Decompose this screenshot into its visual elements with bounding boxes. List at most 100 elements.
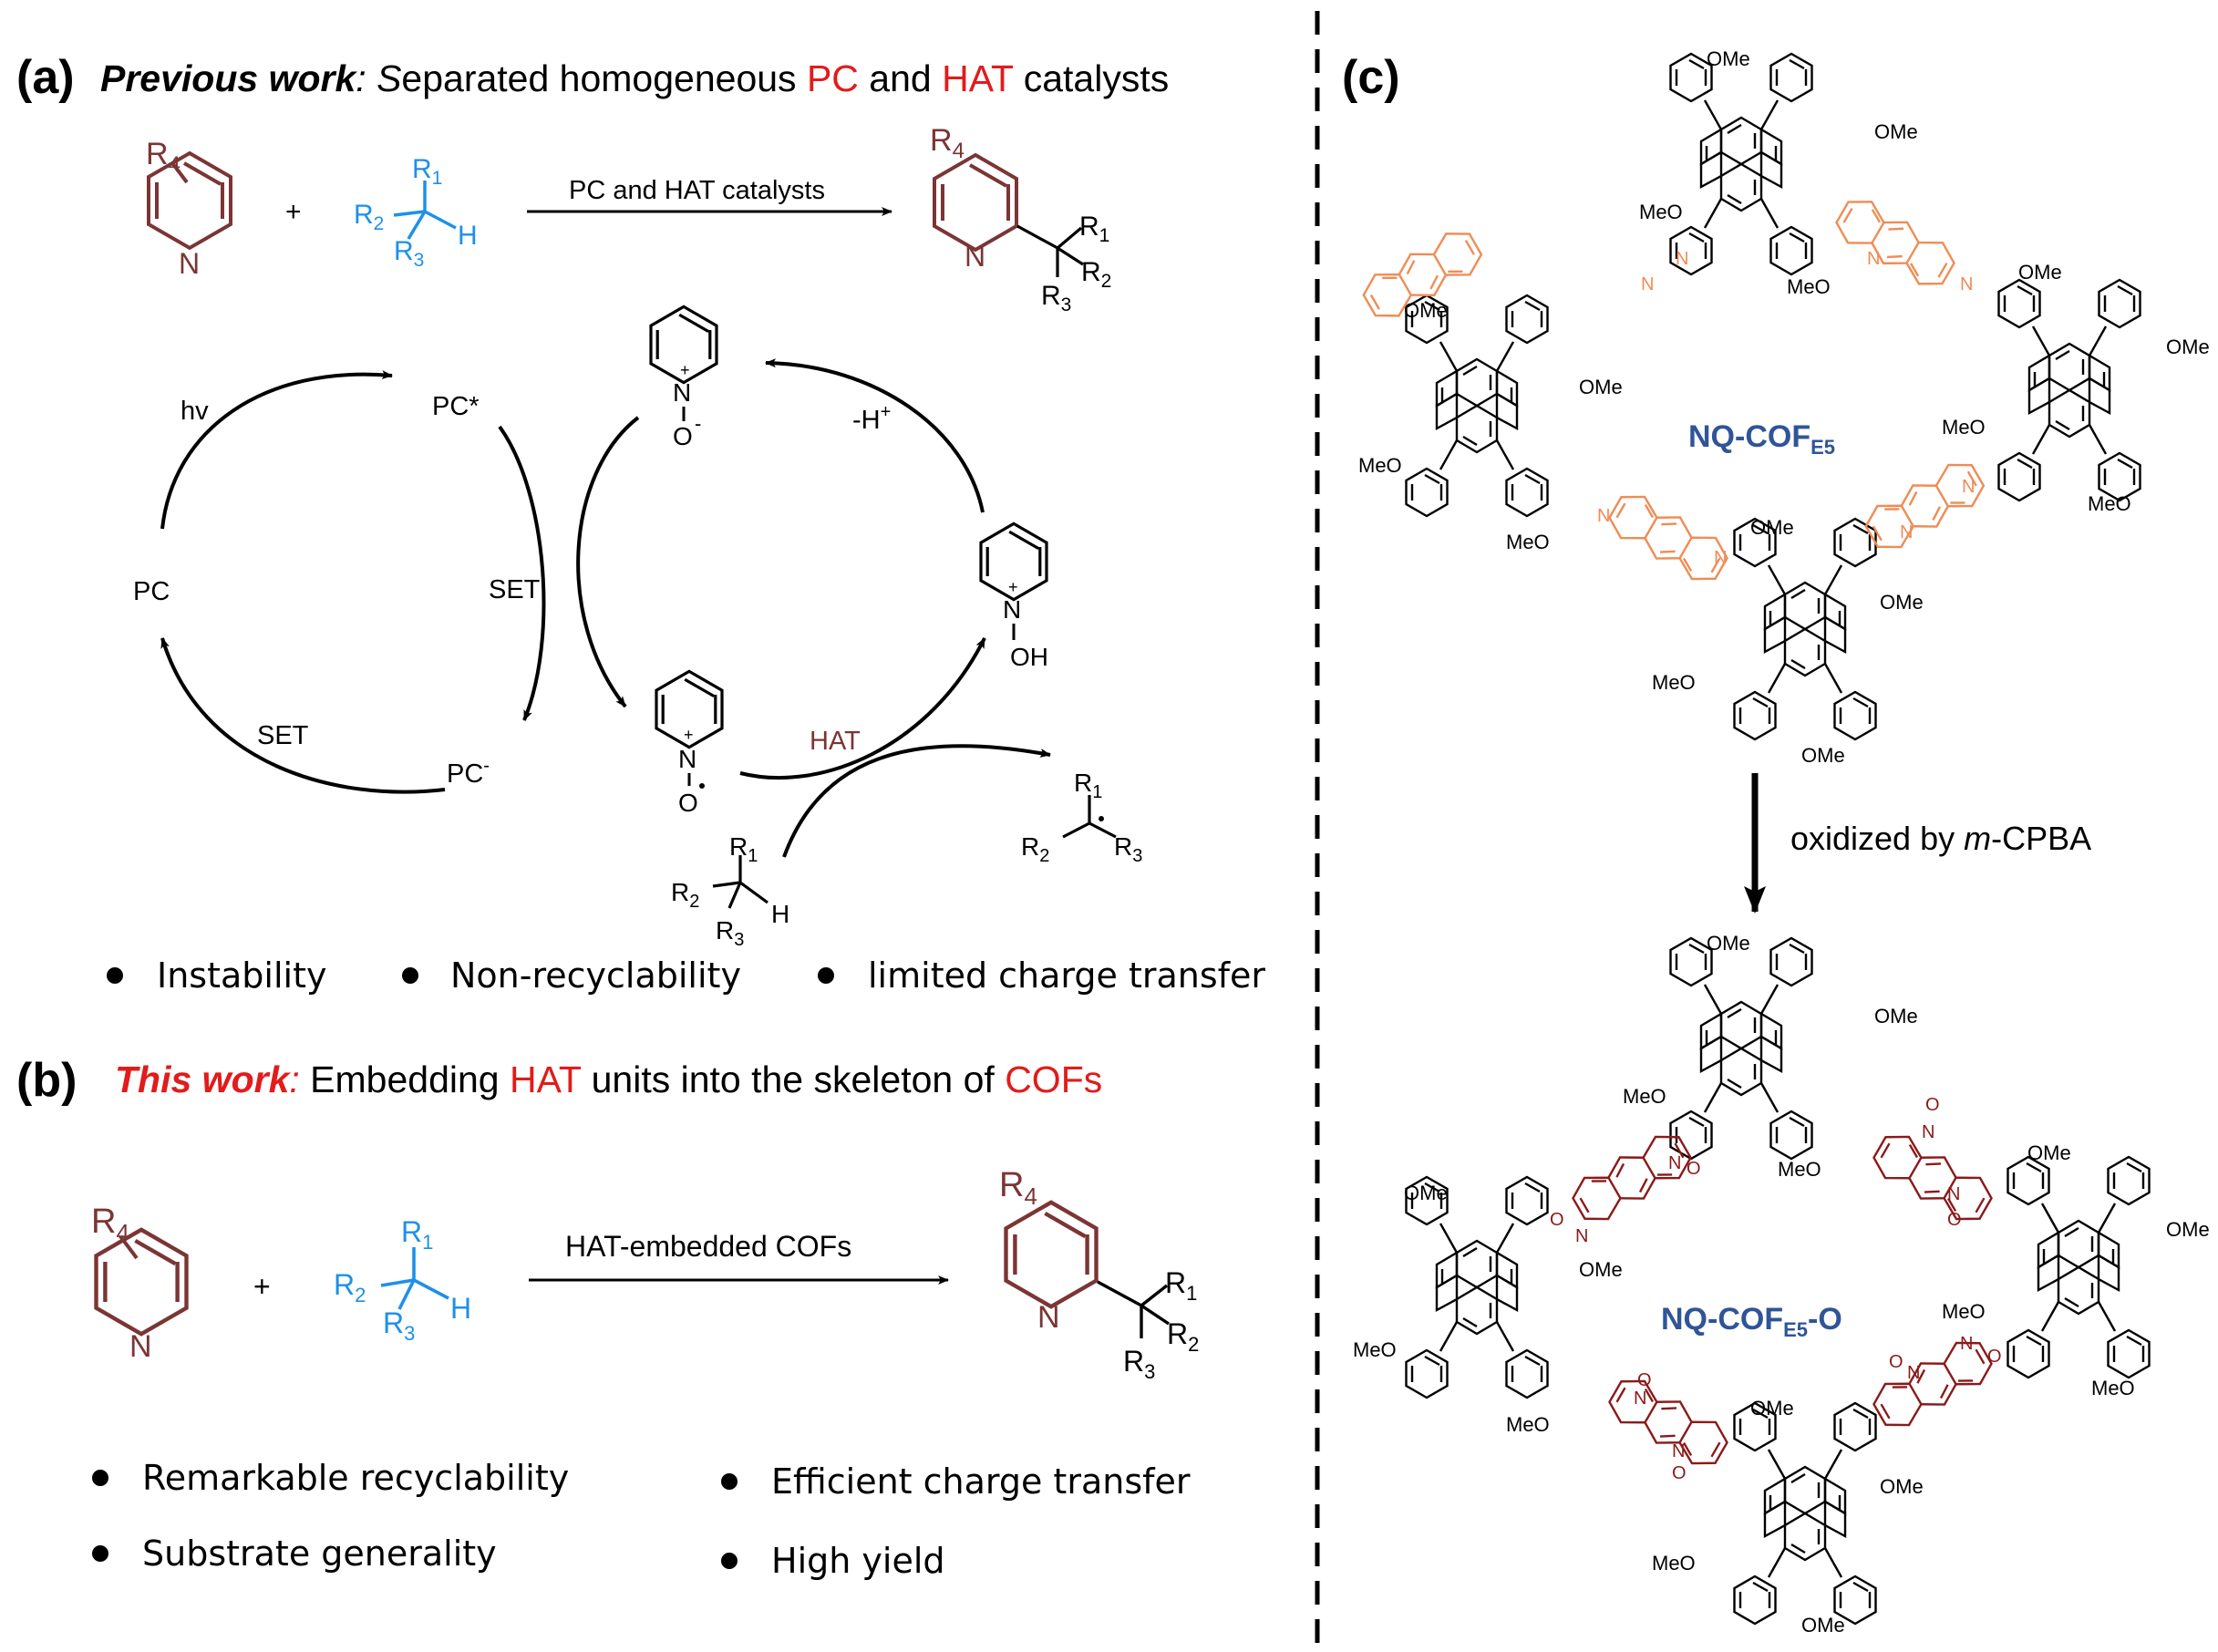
r4-product-sub-a: 4 — [953, 139, 965, 163]
plus-sign-a: + — [285, 197, 302, 227]
pc-cycle-arrows — [160, 370, 546, 794]
r3-a-main: R — [394, 236, 414, 266]
cof1-name-main: NQ-COF — [1688, 419, 1811, 454]
n-oxyl-radical: N + O — [655, 669, 724, 817]
pc-minus-main: PC — [447, 759, 483, 789]
hv-label: hv — [181, 397, 209, 426]
o-b1: O — [1550, 1210, 1564, 1230]
meo-b12: MeO — [1506, 1413, 1550, 1436]
n-b6: N — [1672, 1441, 1685, 1461]
r4-b-sub: 4 — [116, 1219, 129, 1246]
ox-text-1: oxidized by — [1790, 820, 1964, 857]
r2-product-b: R2 — [1167, 1317, 1199, 1356]
r4-sub-a: 4 — [169, 152, 181, 177]
r3-b-main: R — [383, 1306, 404, 1339]
h-plus-sup: + — [881, 402, 892, 422]
n-oxide-top-plus: + — [680, 361, 690, 379]
rad-r1-main: R — [1074, 769, 1092, 797]
meo-b3: MeO — [1623, 1085, 1666, 1108]
r3-label-a: R3 — [394, 236, 424, 271]
panel-b-bullets: Remarkable recyclability Substrate gener… — [92, 1458, 1191, 1581]
cof2-name-main: NQ-COF — [1661, 1302, 1783, 1337]
meo-b4: MeO — [1778, 1158, 1821, 1181]
r3-product-b: R3 — [1123, 1345, 1155, 1383]
rad-r1-sub: 1 — [1092, 782, 1102, 802]
n-oxide-top-n: N — [673, 378, 691, 407]
panel-b-tag: (b) — [16, 1054, 77, 1107]
rad-r3-main: R — [1114, 832, 1132, 861]
o-b8: O — [1987, 1347, 2002, 1367]
n-oxyl-n: N — [678, 745, 696, 773]
arrow-label-b: HAT-embedded COFs — [565, 1230, 851, 1263]
meo-t12: MeO — [1506, 531, 1550, 553]
r1-b-main: R — [401, 1215, 422, 1248]
n-oh-plus: + — [1008, 578, 1018, 596]
ome-b1: OMe — [1707, 932, 1750, 955]
meo-b10: MeO — [1353, 1338, 1397, 1361]
svg-text:R4: R4 — [91, 1203, 129, 1246]
panel-a-title-colon: : S — [356, 57, 401, 99]
cof2-name-sub: E5 — [1783, 1318, 1808, 1341]
n-product-b: N — [1037, 1300, 1060, 1335]
n-b5: N — [1634, 1389, 1646, 1409]
panel-a-bullets: Instability Non-recyclability limited ch… — [107, 955, 1265, 996]
cof-bottom-name: NQ-COFE5-O — [1661, 1302, 1842, 1341]
panel-b-title-colon: : — [289, 1058, 299, 1100]
bullet-a-3: limited charge transfer — [868, 955, 1265, 996]
n-oxide-top-minus: - — [695, 412, 701, 435]
bullet-b-1: Remarkable recyclability — [142, 1458, 569, 1498]
bullet-a-1: Instability — [157, 955, 326, 996]
set-label-2: SET — [257, 721, 309, 750]
meo-t9: MeO — [1942, 416, 1986, 439]
r3-product-a: R3 — [1041, 281, 1071, 315]
meo-t3: MeO — [1639, 201, 1683, 223]
r4-label-a: R — [146, 137, 169, 171]
radical-r1: R1 — [1074, 769, 1102, 802]
n-b7: N — [1907, 1363, 1920, 1383]
ome-b6: OMe — [1404, 1182, 1448, 1204]
r1-a-sub: 1 — [432, 168, 443, 189]
r2-product-a: R2 — [1081, 257, 1111, 292]
n-o2: N — [1641, 274, 1654, 294]
ome-b13: OMe — [1750, 1397, 1794, 1420]
meo-t15: MeO — [1652, 671, 1696, 694]
orange-linkers — [1357, 191, 1991, 591]
r1-product-a: R1 — [1079, 212, 1109, 246]
h-plus-label: -H+ — [852, 402, 891, 435]
r2-label-a: R2 — [354, 200, 384, 234]
ome-t8: OMe — [1579, 376, 1623, 398]
ome-b8: OMe — [1579, 1258, 1623, 1281]
panel-c-tag: (c) — [1342, 51, 1400, 104]
r2-a-main: R — [354, 200, 374, 230]
pc-minus-sup: - — [483, 756, 490, 776]
r3-pb-sub: 3 — [1144, 1360, 1155, 1383]
pyridine-product-a: R4 N — [930, 123, 1018, 273]
meo-t11: MeO — [2088, 492, 2131, 515]
bullet-a-2: Non-recyclability — [450, 955, 741, 996]
panel-b-title: This work: Embedding HAT units into the … — [115, 1058, 1102, 1100]
ome-t5: OMe — [2018, 261, 2062, 284]
ox-text-2: -CPBA — [1991, 820, 2091, 857]
meo-b15: MeO — [1652, 1552, 1696, 1575]
n-b4: N — [1947, 1184, 1960, 1204]
r1-b-sub: 1 — [422, 1231, 433, 1254]
radical-r3: R3 — [1114, 832, 1142, 866]
r2-pb-sub: 2 — [1188, 1333, 1199, 1356]
o-b4: O — [1947, 1210, 1962, 1230]
r3-p-main: R — [1041, 281, 1061, 311]
ome-b14: OMe — [1880, 1475, 1924, 1498]
svg-text:R4: R4 — [146, 137, 181, 177]
r2-p-sub: 2 — [1101, 271, 1112, 292]
r1-pb-main: R — [1165, 1266, 1186, 1299]
ome-t1: OMe — [1707, 47, 1750, 70]
pc-star-label: PC* — [432, 392, 480, 421]
sub-r1-sub: 1 — [748, 846, 758, 866]
panel-a-tag: (a) — [16, 51, 75, 104]
n-o8: N — [1962, 477, 1975, 497]
panel-b-title-cofs: COFs — [1005, 1058, 1102, 1100]
set-label-1: SET — [489, 575, 541, 604]
ome-t7: OMe — [2166, 336, 2210, 358]
sub-r2-main: R — [671, 878, 689, 906]
meo-t10: MeO — [1358, 454, 1402, 477]
